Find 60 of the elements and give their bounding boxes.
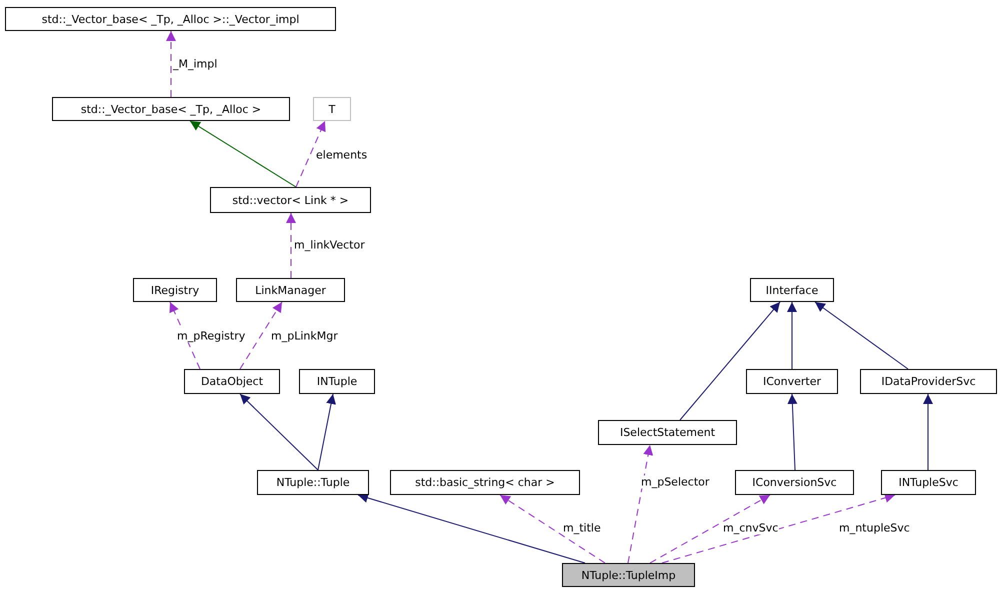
arrow — [190, 120, 296, 188]
arrow — [286, 212, 296, 278]
class-box — [562, 563, 695, 587]
class-name: IRegistry — [150, 284, 200, 296]
class-name: INTuple — [316, 375, 358, 388]
arrow — [662, 493, 896, 564]
class-name: NTuple::TupleImp — [581, 568, 676, 582]
edge-label: m_pRegistry — [176, 330, 246, 342]
class-box — [257, 470, 369, 495]
arrow — [296, 120, 326, 188]
class-box — [881, 470, 976, 495]
edge-label: m_pSelector — [640, 476, 710, 488]
arrow — [787, 394, 798, 470]
edge-label: m_pLinkMgr — [270, 330, 339, 342]
class-box — [133, 278, 217, 302]
class-box — [52, 97, 290, 121]
edge-label: m_ntupleSvc — [838, 522, 911, 534]
edge-label: m_linkVector — [293, 238, 366, 252]
class-box — [184, 369, 280, 394]
arrow — [628, 444, 654, 564]
class-name: std::_Vector_base< _Tp, _Alloc > — [80, 102, 262, 116]
class-name: NTuple::Tuple — [276, 476, 350, 489]
arrow — [358, 493, 586, 564]
class-name: IConverter — [762, 375, 822, 388]
arrow — [923, 394, 933, 470]
class-box — [5, 7, 336, 31]
class-name: T — [328, 102, 336, 116]
class-name: INTupleSvc — [898, 476, 958, 489]
class-box — [390, 470, 580, 495]
class-name: ISelectStatement — [620, 426, 716, 439]
class-box — [746, 369, 838, 394]
edge-label: m_title — [562, 522, 602, 534]
class-name: std::vector< Link * > — [232, 194, 349, 206]
arrow — [318, 394, 336, 470]
class-name: std::basic_string< char > — [415, 476, 555, 489]
arrow — [787, 302, 797, 370]
arrow — [814, 302, 908, 370]
class-box — [236, 278, 345, 302]
class-box — [210, 187, 371, 213]
class-name: IConversionSvc — [752, 476, 837, 489]
class-name: IInterface — [766, 284, 818, 296]
edge-label: m_cnvSvc — [722, 522, 780, 534]
arrow — [166, 30, 176, 98]
edge-label: _M_impl — [172, 58, 218, 70]
arrow — [500, 494, 606, 564]
class-name: std::_Vector_base< _Tp, _Alloc >::_Vector_impl — [42, 12, 300, 26]
class-box — [735, 470, 854, 495]
arrow — [650, 494, 770, 564]
class-name: DataObject — [200, 375, 264, 388]
class-box — [598, 420, 737, 445]
arrow — [240, 394, 318, 470]
class-box — [313, 97, 351, 121]
class-name: LinkManager — [255, 284, 326, 296]
class-box — [750, 278, 834, 302]
arrow — [680, 302, 780, 420]
class-name: IDataProviderSvc — [881, 375, 976, 388]
arrow — [240, 302, 282, 370]
edge-label: elements — [315, 148, 368, 162]
class-box — [299, 369, 375, 394]
class-box — [860, 369, 997, 394]
